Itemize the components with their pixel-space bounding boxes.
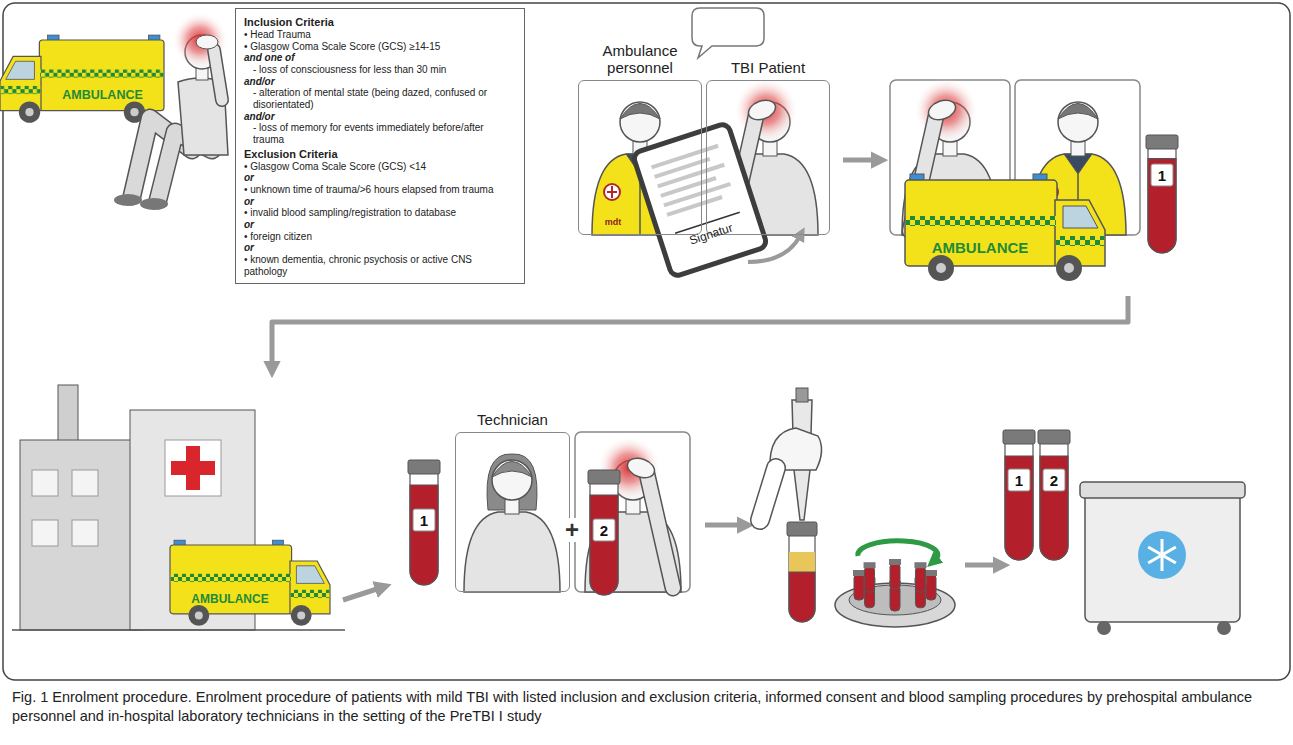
pipette-hand [760,388,822,520]
tube-number: 1 [1015,473,1023,488]
centrifuge [835,559,955,627]
ambulance-vehicle [0,35,164,123]
criteria-item: and/or [244,111,516,123]
criteria-item: • foreign citizen [244,231,516,243]
vehicle-lettering: AMBULANCE [932,240,1029,255]
criteria-item: or [244,242,516,254]
flow-arrow [343,588,380,600]
technician-figure [464,454,560,592]
criteria-item: • Glasgow Coma Scale Score (GCS) ≥14-15 [244,41,516,53]
figure-border [3,3,1290,680]
flow-arrow [843,158,876,163]
tube-number: 2 [1050,473,1058,488]
figure-caption: Fig. 1 Enrolment procedure. Enrolment pr… [12,688,1280,726]
flow-arrow [272,296,1128,366]
panel-frame [706,80,830,235]
criteria-item: • unknown time of trauma/>6 hours elapse… [244,184,516,196]
speech-bubble [692,8,764,58]
blood-tube [787,522,817,622]
blood-tube [1038,430,1070,560]
freezer [1080,482,1245,635]
criteria-item: or [244,219,516,231]
blood-tube [408,460,440,585]
scene-panel: TBI Patient [706,59,830,235]
flow-arrow [965,563,998,568]
vehicle-lettering: AMBULANCE [62,89,143,102]
tube-number: 1 [420,513,428,528]
tube-number: 2 [600,523,608,538]
scene-panel: Technician [455,411,570,592]
ambulance-vehicle [170,540,330,626]
criteria-item: - alteration of mental state (being daze… [244,87,516,110]
vehicle-lettering: AMBULANCE [191,593,268,605]
panel-frame [578,80,702,235]
panel-frame [455,432,570,592]
panel-heading: Ambulance personnel [578,42,702,81]
criteria-item: - loss of consciousness for less than 30… [244,64,516,76]
consent-tablet [632,123,767,278]
flow-arrow [705,523,742,528]
panel-heading: TBI Patient [706,59,830,80]
hospital-building [12,385,345,630]
criteria-item: or [244,196,516,208]
criteria-item: • invalid blood sampling/registration to… [244,207,516,219]
criteria-item: • Head Trauma [244,29,516,41]
criteria-item: and one of [244,52,516,64]
criteria-item: - loss of memory for events immediately … [244,122,516,145]
signature-arrow [748,236,800,262]
blood-tube [588,470,620,595]
tube-number: 1 [1158,168,1166,183]
criteria-box: Inclusion Criteria• Head Trauma• Glasgow… [235,8,525,284]
panel-heading: Technician [455,411,570,432]
criteria-heading: Inclusion Criteria [244,16,516,29]
blood-tube [1146,135,1178,253]
criteria-heading: Exclusion Criteria [244,148,516,161]
uniform-logo: mdt [605,218,622,227]
plus-sign: + [563,518,581,542]
scene-panel: Ambulance personnel [578,42,702,236]
criteria-item: • Glasgow Coma Scale Score (GCS) <14 [244,161,516,173]
sitting-patient [114,12,228,210]
blood-tube [1003,430,1035,560]
ambulance-vehicle [905,174,1105,281]
criteria-item: or [244,172,516,184]
criteria-item: • known dementia, chronic psychosis or a… [244,254,516,277]
criteria-item: and/or [244,76,516,88]
rotation-arrow [858,541,938,560]
